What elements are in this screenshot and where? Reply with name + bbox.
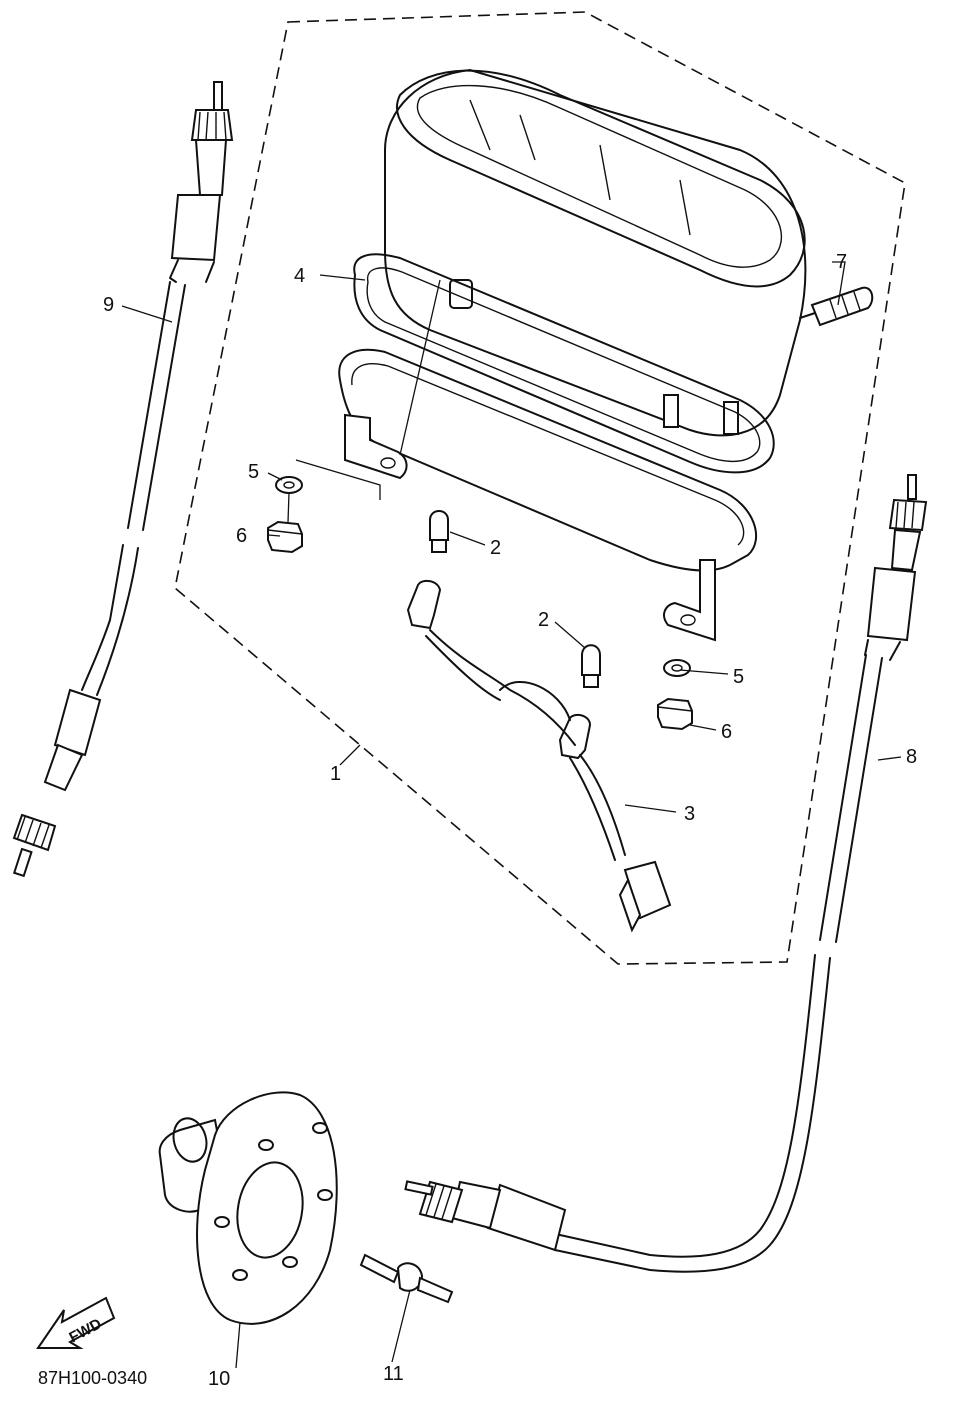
wire-harness	[406, 579, 672, 933]
callout-1: 1	[330, 763, 341, 785]
washer-right	[663, 659, 691, 677]
fwd-arrow: FWD	[36, 1296, 116, 1349]
callout-8: 8	[906, 746, 917, 768]
drive-flange	[158, 1091, 338, 1325]
callout-10: 10	[208, 1368, 230, 1390]
bulb-upper	[429, 510, 449, 553]
meter-housing	[384, 68, 874, 437]
callout-7: 7	[836, 251, 847, 273]
callout-9: 9	[103, 294, 114, 316]
bulb-lower	[581, 644, 601, 688]
callout-4: 4	[294, 265, 305, 287]
callout-5-right: 5	[733, 666, 744, 688]
callout-2-upper: 2	[490, 537, 501, 559]
nut-right	[657, 697, 693, 731]
callout-11: 11	[383, 1363, 404, 1385]
callout-6-right: 6	[721, 721, 732, 743]
meter-bracket	[338, 348, 758, 642]
drive-pin	[359, 1253, 454, 1304]
callout-5-left: 5	[248, 461, 259, 483]
gasket-ring	[353, 253, 775, 474]
nut-left	[267, 520, 303, 554]
reset-knob	[799, 286, 874, 327]
leader-lines	[121, 261, 902, 1369]
assembly-boundary	[174, 11, 906, 965]
callout-2-lower: 2	[538, 609, 549, 631]
cable-left	[12, 81, 234, 878]
drawing-code: 87H100-0340	[38, 1368, 147, 1388]
cable-right	[404, 474, 928, 1273]
callout-labels: 1 2 2 3 4 5 5 6 6 7 8 9 10 11	[103, 251, 917, 1390]
washer-left	[275, 476, 303, 494]
callout-3: 3	[684, 803, 695, 825]
callout-6-left: 6	[236, 525, 247, 547]
